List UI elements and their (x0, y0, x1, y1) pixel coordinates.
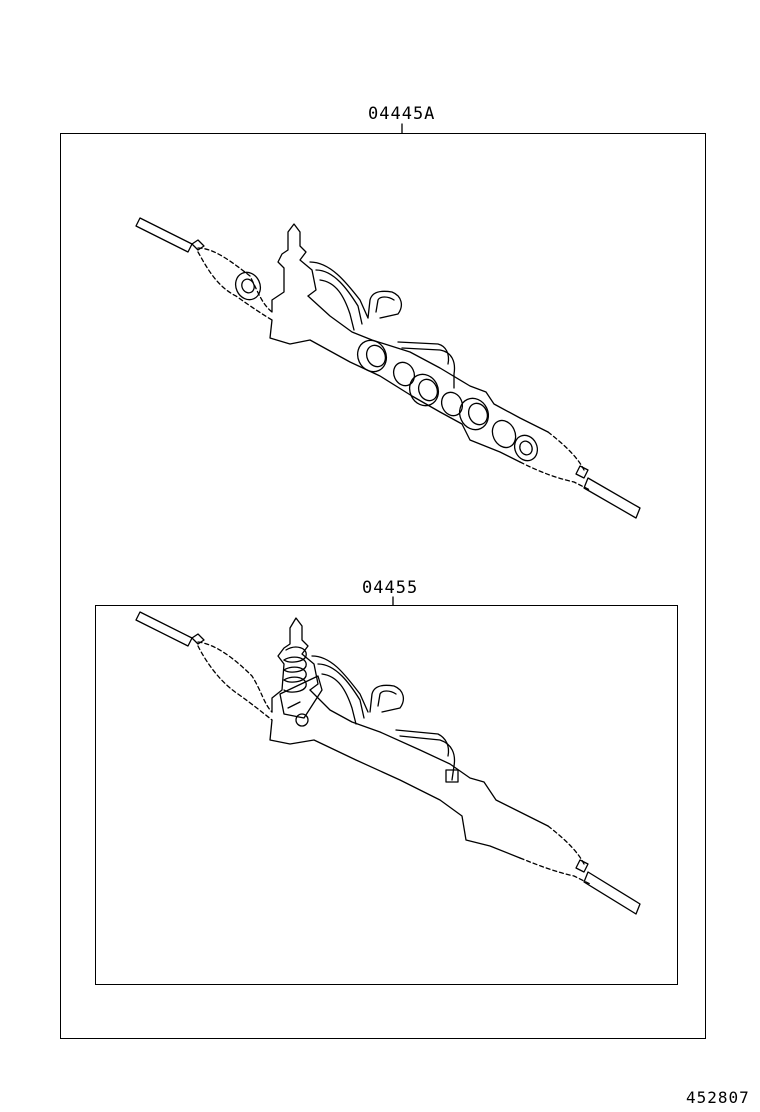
seal-1 (356, 339, 388, 373)
tie-rod-right (583, 871, 641, 915)
o-ring-1 (392, 361, 416, 387)
outer-kit-label: 04445A (368, 104, 436, 124)
tie-rod-left (135, 217, 193, 253)
steering-rack-upper (135, 217, 641, 519)
seal-small-left (234, 271, 262, 301)
tie-rod-left (135, 611, 193, 647)
illustration-number: 452807 (686, 1088, 750, 1107)
pinion-housing (271, 617, 319, 713)
boot-right (519, 857, 591, 885)
inner-kit-frame (95, 605, 678, 985)
spring (283, 646, 307, 663)
hydraulic-line-2 (401, 347, 456, 389)
hydraulic-line-1 (311, 655, 369, 713)
seal-2 (408, 373, 440, 407)
pinion-housing (271, 223, 317, 313)
o-ring-3 (491, 419, 517, 449)
inner-kit-label: 04455 (362, 578, 419, 598)
boot-left (197, 247, 273, 313)
boot-left (197, 641, 273, 713)
bracket (279, 675, 323, 719)
outer-kit-frame (60, 133, 706, 1039)
seal-3 (458, 397, 490, 431)
plug (295, 713, 309, 727)
o-ring-2 (440, 391, 464, 417)
boot-right (519, 461, 591, 491)
hydraulic-line-2 (399, 735, 456, 781)
tie-rod-right (583, 477, 641, 519)
hydraulic-line-1 (309, 261, 369, 319)
seal-small-right (513, 434, 539, 462)
steering-rack-lower (135, 611, 641, 915)
